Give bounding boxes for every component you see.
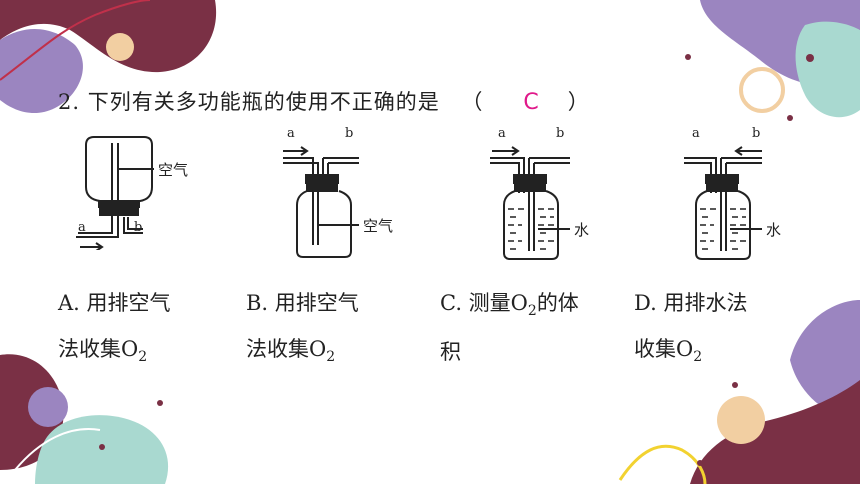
question-number: 2.: [58, 90, 81, 114]
stopper: [513, 174, 547, 184]
yellow-line-bottom-right: [618, 444, 707, 484]
option-d-line1: D. 用排水法: [634, 291, 748, 315]
figure-a-inverted-bottle: a b 空气: [76, 136, 188, 250]
option-c-line2: 积: [440, 340, 461, 364]
dot-bottom-left-1: [157, 400, 163, 406]
figure-d-water-bottle: a b 水: [684, 126, 781, 260]
short-tube: [123, 217, 143, 234]
arrow-in: [80, 242, 104, 250]
figure-b-upright-bottle: a b 空气: [283, 126, 393, 258]
answer-letter: C: [523, 90, 540, 115]
option-c-line1: C. 测量O2的体: [440, 291, 579, 319]
option-a-line2: 法收集O2: [58, 337, 148, 365]
dot-bottom-right-2: [732, 382, 738, 388]
purple-blob-top-left: [0, 29, 83, 114]
figure-c-water-bottle: a b 水: [490, 126, 589, 260]
port-b: b: [752, 126, 760, 141]
option-d-line2: 收集O2: [634, 337, 703, 365]
port-b: b: [556, 126, 564, 141]
stopper-ring: [706, 184, 738, 192]
dot-bottom-right-1: [697, 460, 703, 466]
port-a: a: [78, 220, 86, 235]
water-hatching: [700, 208, 746, 250]
label-air: 空气: [158, 161, 188, 179]
option-a: A. 用排空气 法收集O2: [58, 280, 171, 375]
long-tube: [528, 157, 570, 251]
red-line-top-left: [0, 0, 151, 81]
option-a-line1: A. 用排空气: [58, 291, 171, 315]
purple-dot-bottom-left: [28, 387, 68, 427]
port-b: b: [134, 220, 142, 235]
long-tube: [720, 157, 762, 251]
bottle-body: [503, 190, 559, 260]
dot-bottom-left-2: [99, 444, 105, 450]
open-paren: （: [461, 90, 484, 114]
arrow-in: [734, 146, 762, 156]
port-b: b: [345, 126, 353, 141]
water-hatching: [508, 208, 554, 250]
long-tube: [283, 157, 319, 245]
purple-blob-bottom-right: [790, 300, 860, 420]
stopper: [705, 174, 739, 184]
port-a: a: [287, 126, 295, 141]
stopper-ring: [306, 184, 338, 192]
arrow-in: [283, 146, 309, 156]
option-b: B. 用排空气 法收集O2: [246, 280, 359, 375]
stopper-ring: [514, 184, 546, 192]
peach-dot-top-left: [106, 33, 134, 61]
dot-top-right-3: [787, 115, 793, 121]
mint-blob-top-right: [795, 21, 860, 118]
option-d: D. 用排水法 收集O2: [634, 280, 747, 375]
maroon-blob-top-left: [0, 0, 217, 73]
dot-top-right-2: [806, 54, 814, 62]
long-tube: [76, 143, 119, 238]
bottle-body: [296, 190, 352, 258]
maroon-blob-bottom-right: [690, 380, 860, 484]
option-b-line2: 法收集O2: [246, 337, 336, 365]
white-line-bottom-left: [14, 428, 101, 471]
port-a: a: [692, 126, 700, 141]
label-water: 水: [574, 221, 589, 239]
peach-ring-top-right: [739, 67, 785, 113]
port-a: a: [498, 126, 506, 141]
option-b-line1: B. 用排空气: [246, 291, 359, 315]
label-air: 空气: [363, 217, 393, 235]
bottle-body: [695, 190, 751, 260]
option-c: C. 测量O2的体 积: [440, 280, 579, 375]
close-paren: ）: [567, 90, 590, 114]
label-water: 水: [766, 221, 781, 239]
arrow-in: [492, 146, 520, 156]
short-tube: [322, 157, 359, 189]
question-text: 下列有关多功能瓶的使用不正确的是: [87, 90, 440, 114]
question-line: 2. 下列有关多功能瓶的使用不正确的是 （ C ）: [58, 86, 590, 116]
stopper: [305, 174, 339, 184]
peach-blob-bottom-right: [717, 396, 765, 444]
dot-top-right-1: [685, 54, 691, 60]
